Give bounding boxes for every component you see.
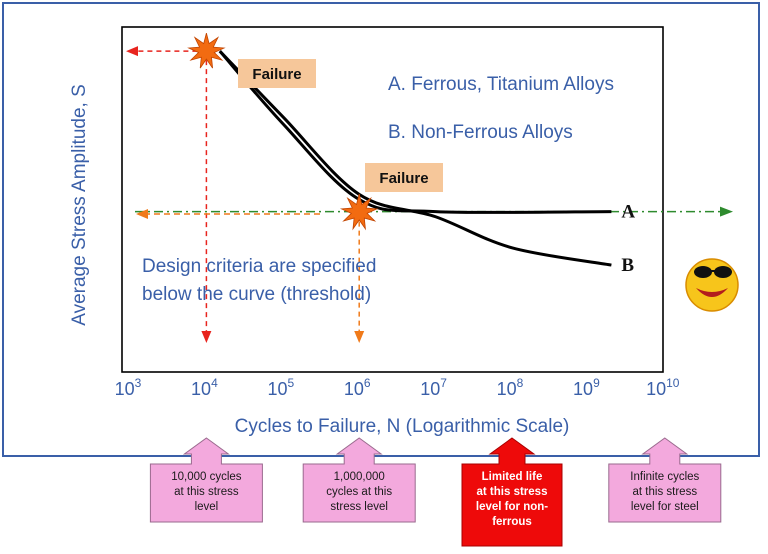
x-tick-label: 108 [497,376,524,399]
series-label-b: B [621,255,634,276]
callout-text-line: at this stress [477,486,548,498]
callouts: 10,000 cycles at this stress level 1,000,00… [149,437,722,547]
failure-label-1: Failure [252,66,301,83]
failure-burst-icon [187,33,226,69]
callout-box [302,437,416,523]
callout-text-line: 1,000,000 [334,471,385,483]
series-line-a [218,50,612,214]
callout-text-line: stress level [330,501,388,513]
x-tick-label: 104 [191,376,218,399]
x-tick-label: 103 [115,376,142,399]
callout-text-line: 10,000 cycles [171,471,242,483]
x-tick-label: 105 [267,376,294,399]
chart-marks: AB [126,33,733,343]
x-tick-label: 1010 [646,376,680,399]
failure-label-2: Failure [379,170,428,187]
orange-down-arrowhead [354,331,365,343]
callout-box-red [461,437,563,547]
callout-text-line: Limited life [482,471,543,483]
legend-a: A. Ferrous, Titanium Alloys [388,74,614,95]
callout-text-line: at this stress [633,486,698,498]
callout-text-line: level [195,501,219,513]
callout-text-line: ferrous [492,516,532,528]
callout-text-line: level for non- [476,501,548,513]
failure-box-1 [238,59,316,88]
callout-text-line: at this stress [174,486,239,498]
x-tick-label: 106 [344,376,371,399]
failure-box-2 [365,163,443,192]
series-line-b [218,50,612,267]
endurance-arrowhead [720,206,733,217]
red-down-arrowhead [201,331,212,343]
callout-box [149,437,263,523]
callout-text-line: cycles at this [326,486,392,498]
x-tick-labels: 103 104 105 106 107 108 109 1010 [115,376,680,399]
legend-b: B. Non-Ferrous Alloys [388,122,573,143]
x-tick-label: 109 [573,376,600,399]
x-axis-label: Cycles to Failure, N (Logarithmic Scale) [235,416,570,437]
plot-area [121,26,664,373]
series-label-a: A [621,202,635,223]
slide-frame [2,2,760,457]
smiley-sunglasses-icon [685,258,739,312]
callout-text-line: Infinite cycles [630,471,699,483]
x-tick-label: 107 [420,376,447,399]
failure-burst-icon [339,193,379,231]
y-axis-label: Average Stress Amplitude, S [69,84,90,326]
red-left-arrowhead [126,46,138,57]
orange-left-arrowhead [136,209,148,219]
design-criteria-line1: Design criteria are specified [142,256,376,277]
design-criteria-line2: below the curve (threshold) [142,284,371,305]
callout-box [608,437,722,523]
callout-text-line: level for steel [631,501,699,513]
